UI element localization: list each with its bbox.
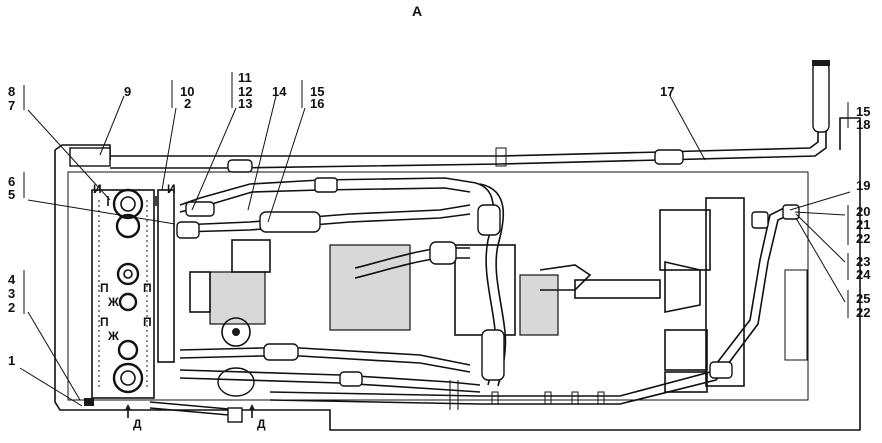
mark-p-upper-right: П bbox=[143, 281, 152, 295]
mark-i-right: И bbox=[167, 182, 176, 196]
machine-frame bbox=[54, 117, 861, 431]
callout-13: 13 bbox=[238, 96, 252, 111]
callout-labels: 8 7 9 10 2 11 12 13 14 15 16 17 15 18 19… bbox=[8, 70, 871, 368]
callout-19: 19 bbox=[856, 178, 870, 193]
callout-11: 11 bbox=[238, 70, 252, 85]
callout-17: 17 bbox=[660, 84, 674, 99]
mark-zh-lower: Ж bbox=[107, 329, 119, 343]
mark-i-left: И bbox=[93, 182, 102, 196]
callout-24: 24 bbox=[856, 267, 871, 282]
callout-25: 25 bbox=[856, 291, 870, 306]
callout-12: 12 bbox=[238, 84, 252, 99]
leader-lines bbox=[19, 72, 851, 407]
central-pump bbox=[189, 239, 271, 397]
callout-4: 4 bbox=[8, 272, 16, 287]
callout-16: 16 bbox=[310, 96, 324, 111]
hose-network bbox=[149, 177, 800, 423]
radiator-block bbox=[84, 188, 175, 406]
callout-15-right: 15 bbox=[856, 104, 870, 119]
callout-6: 6 bbox=[8, 174, 15, 189]
callout-9: 9 bbox=[124, 84, 131, 99]
mark-p-lower-right: П bbox=[143, 315, 152, 329]
rear-block bbox=[659, 197, 745, 393]
mark-d-left: Д bbox=[133, 417, 142, 431]
callout-21: 21 bbox=[856, 217, 870, 232]
callout-22-upper: 22 bbox=[856, 231, 870, 246]
callout-1: 1 bbox=[8, 353, 15, 368]
callout-2-left: 2 bbox=[8, 300, 15, 315]
callout-2-top: 2 bbox=[184, 96, 191, 111]
section-marks: И И П П Ж Ж П П Д Д bbox=[93, 182, 266, 431]
callout-14: 14 bbox=[272, 84, 287, 99]
view-label: А bbox=[412, 3, 422, 19]
mark-zh-upper: Ж bbox=[107, 295, 119, 309]
callout-8: 8 bbox=[8, 84, 15, 99]
mark-d-right: Д bbox=[257, 417, 266, 431]
callout-23: 23 bbox=[856, 254, 870, 269]
callout-18: 18 bbox=[856, 117, 870, 132]
callout-10: 10 bbox=[180, 84, 194, 99]
gearbox-block bbox=[329, 244, 701, 336]
callout-5: 5 bbox=[8, 187, 15, 202]
callout-20: 20 bbox=[856, 204, 870, 219]
callout-15-top: 15 bbox=[310, 84, 324, 99]
callout-7: 7 bbox=[8, 98, 15, 113]
callout-3: 3 bbox=[8, 286, 15, 301]
top-return-pipe bbox=[69, 60, 830, 173]
mark-p-upper-left: П bbox=[100, 281, 109, 295]
mark-p-lower-left: П bbox=[100, 315, 109, 329]
callout-22-lower: 22 bbox=[856, 305, 870, 320]
